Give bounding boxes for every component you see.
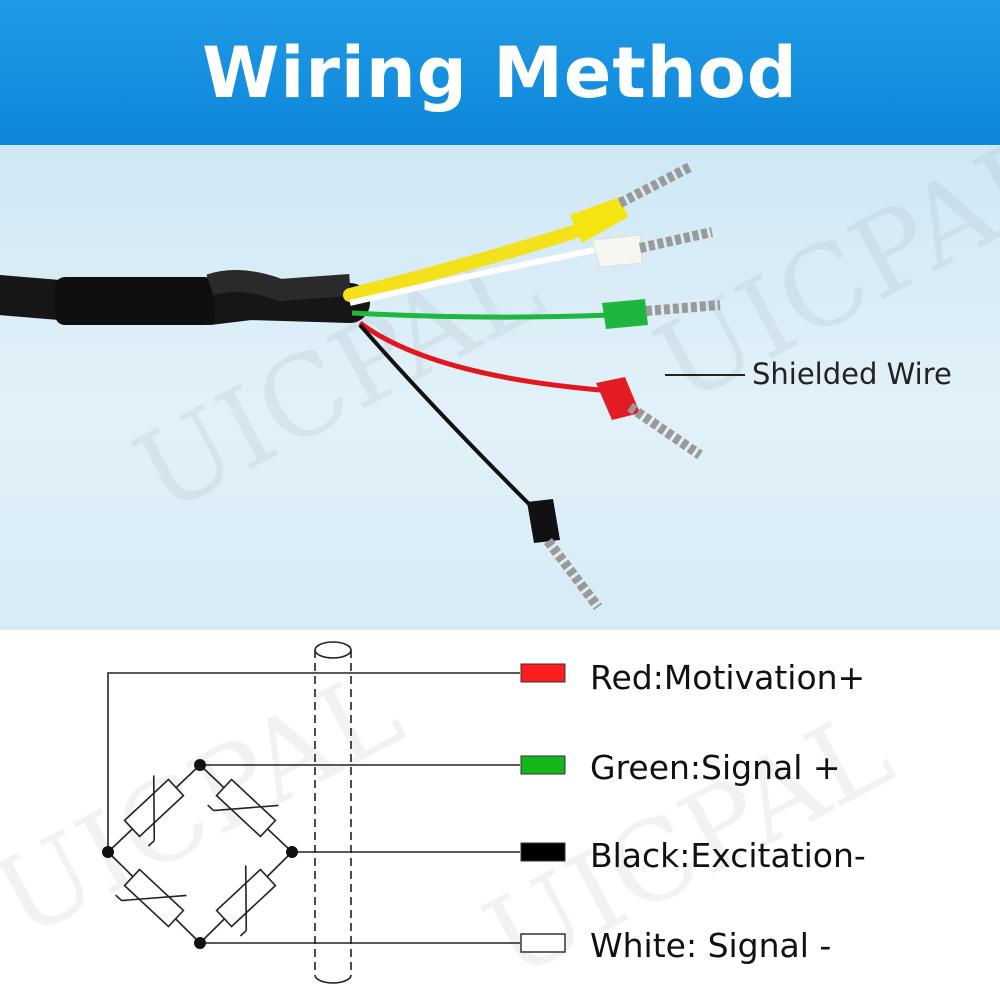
resistor [215, 865, 277, 937]
legend-black-label: Black:Excitation- [590, 836, 866, 875]
black-ferrule [527, 499, 560, 543]
red-swatch [520, 663, 566, 683]
red-ferrule [596, 377, 640, 420]
node-dot [102, 846, 114, 858]
white-swatch [520, 933, 566, 953]
cable-illustration [0, 162, 745, 611]
white-pin [638, 227, 714, 253]
cable-photo: UICPAL UICPAL Shielded Wire [0, 145, 1000, 630]
wiring-diagram: UICPAL UICPAL [0, 630, 1000, 1003]
black-pin [544, 537, 602, 611]
resistor [123, 775, 185, 847]
yellow-wire [343, 223, 587, 302]
green-swatch [520, 755, 566, 775]
green-ferrule [602, 299, 648, 329]
page-title: Wiring Method [202, 31, 798, 114]
shield-top [314, 641, 352, 659]
bridge-circuit [102, 641, 566, 984]
white-ferrule [591, 234, 643, 268]
red-pin [627, 402, 703, 460]
white-wire [349, 247, 596, 306]
node-dot [194, 937, 206, 949]
green-wire [351, 310, 611, 320]
shielded-wire-label: Shielded Wire [752, 357, 952, 391]
yellow-ferrule [570, 197, 628, 243]
black-wire [358, 323, 532, 507]
resistor [207, 778, 279, 838]
resistor [115, 868, 187, 928]
legend-white-label: White: Signal - [590, 926, 832, 965]
red-wire [358, 320, 601, 393]
black-swatch [520, 842, 566, 862]
green-pin [645, 300, 721, 316]
red-line [107, 672, 520, 852]
heat-shrink [55, 277, 215, 325]
shield-bottom [314, 974, 352, 984]
title-banner: Wiring Method [0, 0, 1000, 145]
cable-end [206, 270, 351, 302]
yellow-pin [617, 162, 693, 208]
node-dot [194, 759, 206, 771]
legend-green-label: Green:Signal + [590, 748, 841, 787]
node-dot [286, 846, 298, 858]
legend-red-label: Red:Motivation+ [590, 658, 866, 697]
